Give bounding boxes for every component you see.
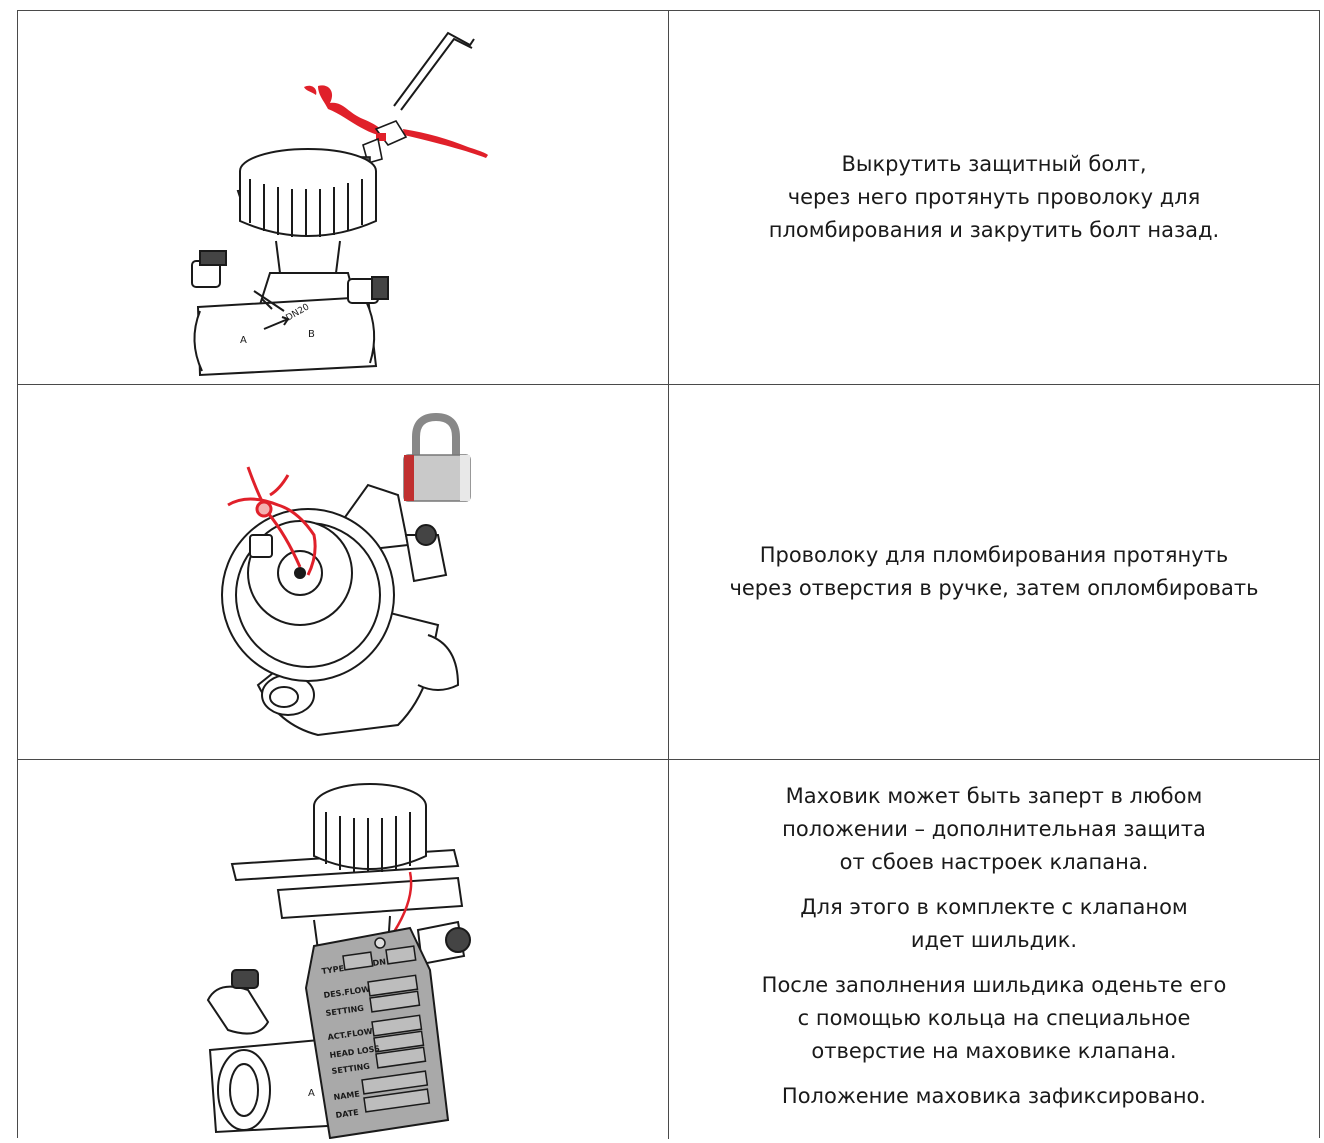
seal-wire-icon bbox=[227, 466, 317, 576]
step-row-2: Проволоку для пломбирования протянуть че… bbox=[18, 385, 1319, 760]
step-3-p1-line-2: положении – дополнительная защита bbox=[782, 817, 1206, 841]
column-divider bbox=[668, 11, 669, 384]
step-2-line-2: через отверстия в ручке, затем опломбиро… bbox=[729, 576, 1259, 600]
padlock-icon bbox=[403, 412, 471, 502]
step-row-1: DN20 A B Выкрутить защитный болт, через … bbox=[18, 11, 1319, 385]
seal-wire-icon bbox=[304, 85, 488, 158]
step-3-p1-line-3: от сбоев настроек клапана. bbox=[839, 850, 1149, 874]
step-3-p2-line-2: идет шильдик. bbox=[910, 928, 1078, 952]
step-1-illustration: DN20 A B bbox=[18, 11, 668, 384]
step-2-illustration bbox=[18, 385, 668, 759]
tag-date-label: DATE bbox=[335, 1108, 359, 1120]
tag-type-label: TYPE bbox=[321, 964, 345, 976]
step-3-p3-line-3: отверстие на маховике клапана. bbox=[811, 1039, 1177, 1063]
step-3-p3-line-2: с помощью кольца на специальное bbox=[797, 1006, 1191, 1030]
tag-name-label: NAME bbox=[333, 1089, 360, 1102]
instruction-table: DN20 A B Выкрутить защитный болт, через … bbox=[17, 10, 1320, 1140]
step-3-p2-line-1: Для этого в комплекте с клапаном bbox=[800, 895, 1188, 919]
valve-icon: DN20 A B bbox=[191, 148, 389, 377]
tag-icon: TYPE DN DES.FLOW SETTING ACT.FLOW HEAD L… bbox=[304, 926, 450, 1140]
valve-icon bbox=[221, 483, 460, 737]
step-row-3: A bbox=[18, 760, 1319, 1140]
tag-dn-label: DN bbox=[372, 957, 386, 968]
step-3-p3-line-1: После заполнения шильдика оденьте его bbox=[761, 973, 1227, 997]
hex-key-icon bbox=[393, 31, 475, 111]
step-3-p1-line-1: Маховик может быть заперт в любом bbox=[785, 784, 1203, 808]
column-divider bbox=[668, 760, 669, 1139]
step-3-paragraph-1: Маховик может быть заперт в любом положе… bbox=[782, 780, 1206, 879]
step-1-line-2: через него протянуть проволоку для bbox=[787, 185, 1201, 209]
step-3-paragraph-3: После заполнения шильдика оденьте его с … bbox=[762, 969, 1227, 1068]
step-3-paragraph-2: Для этого в комплекте с клапаном идет ши… bbox=[800, 891, 1188, 957]
step-3-illustration: A bbox=[18, 760, 668, 1140]
step-3-text: Маховик может быть заперт в любом положе… bbox=[669, 760, 1319, 1139]
step-3-paragraph-4: Положение маховика зафиксировано. bbox=[782, 1080, 1206, 1113]
step-3-p4-line-1: Положение маховика зафиксировано. bbox=[781, 1084, 1207, 1108]
step-1-line-1: Выкрутить защитный болт, bbox=[841, 152, 1147, 176]
step-1-text: Выкрутить защитный болт, через него прот… bbox=[669, 11, 1319, 384]
column-divider bbox=[668, 385, 669, 759]
port-a-mark: A bbox=[308, 1088, 315, 1099]
step-2-text: Проволоку для пломбирования протянуть че… bbox=[669, 385, 1319, 759]
step-2-line-1: Проволоку для пломбирования протянуть bbox=[759, 543, 1229, 567]
step-1-line-3: пломбирования и закрутить болт назад. bbox=[768, 218, 1220, 242]
port-a-mark: A bbox=[240, 335, 247, 346]
port-b-mark: B bbox=[308, 329, 315, 340]
